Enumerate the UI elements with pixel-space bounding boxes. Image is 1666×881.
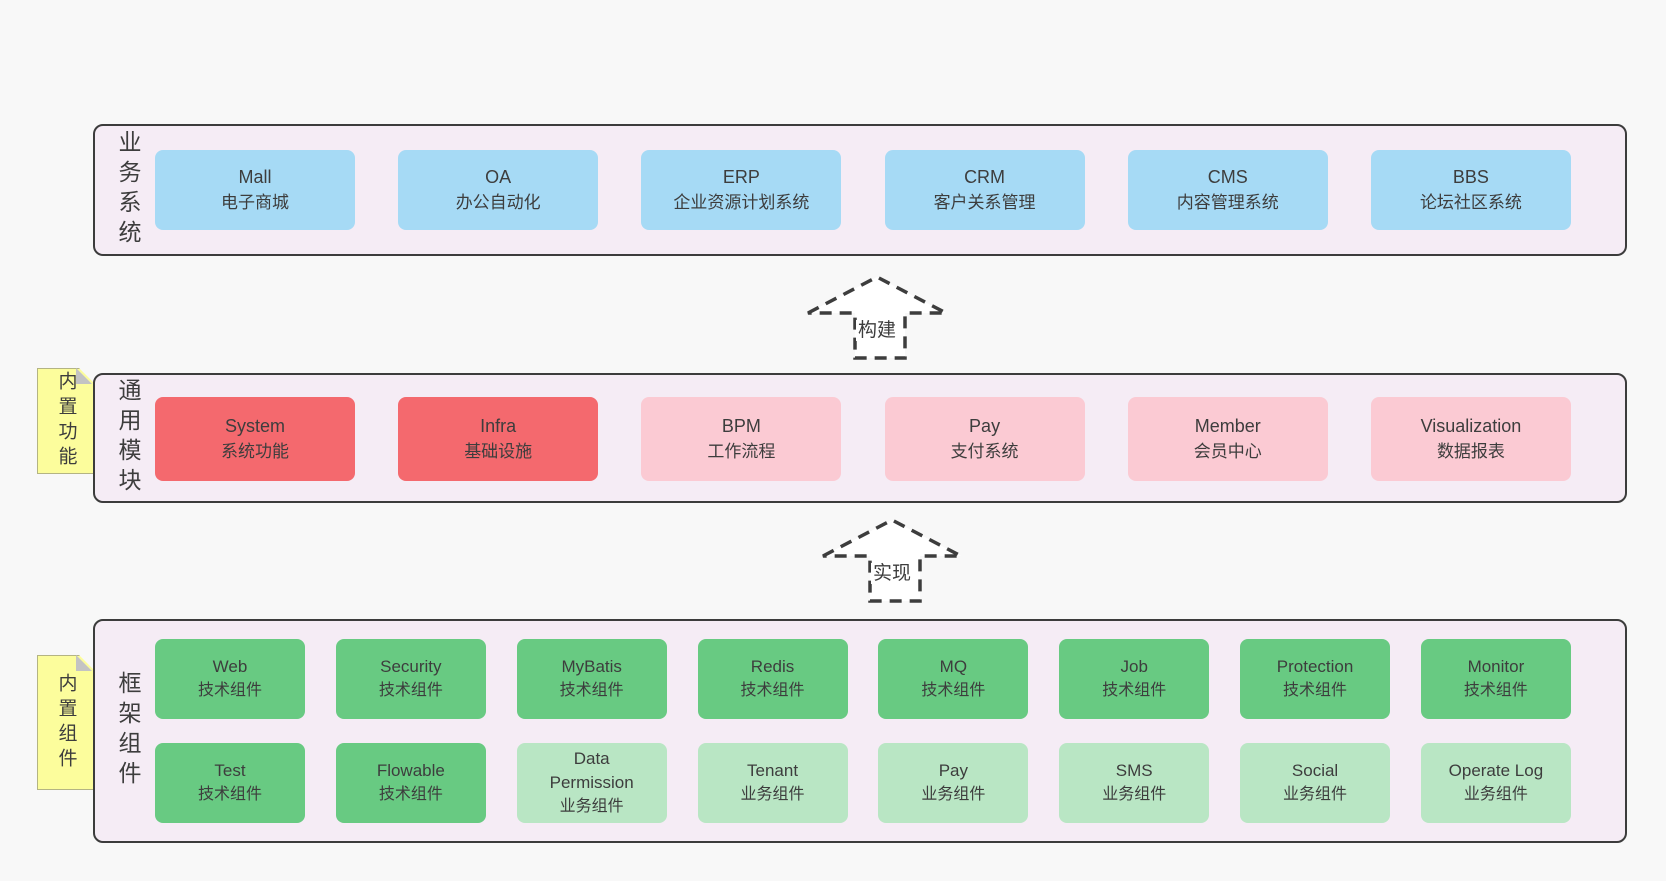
node-mq: MQ 技术组件 xyxy=(878,639,1029,719)
band-business-systems: 业务系统 Mall 电子商城 OA 办公自动化 ERP 企业资源计划系统 CRM… xyxy=(93,124,1627,256)
node-infra: Infra 基础设施 xyxy=(398,397,599,481)
node-job: Job 技术组件 xyxy=(1059,639,1210,719)
band-label-common-modules: 通用模块 xyxy=(115,378,141,498)
node-operate-log: Operate Log 业务组件 xyxy=(1420,743,1571,823)
node-erp: ERP 企业资源计划系统 xyxy=(641,150,842,230)
business-systems-row: Mall 电子商城 OA 办公自动化 ERP 企业资源计划系统 CRM 客户关系… xyxy=(155,150,1571,230)
arrow-build-label: 构建 xyxy=(855,320,898,341)
sticky-note-built-in-features: 内置功能 xyxy=(37,368,95,474)
arrow-implement-label: 实现 xyxy=(870,563,913,584)
band-framework-components: 框架组件 Web 技术组件 Security 技术组件 MyBatis 技术组件… xyxy=(93,619,1627,843)
node-tenant: Tenant 业务组件 xyxy=(697,743,848,823)
dashed-up-arrow-icon xyxy=(807,275,947,360)
sticky-note-text: 内置组件 xyxy=(55,672,77,773)
band-label-framework-components: 框架组件 xyxy=(115,671,141,791)
node-web: Web 技术组件 xyxy=(155,639,305,719)
node-bpm: BPM 工作流程 xyxy=(641,397,842,481)
node-protection: Protection 技术组件 xyxy=(1240,639,1391,719)
node-oa: OA 办公自动化 xyxy=(398,150,599,230)
node-visualization: Visualization 数据报表 xyxy=(1370,397,1571,481)
node-redis: Redis 技术组件 xyxy=(697,639,848,719)
node-mybatis: MyBatis 技术组件 xyxy=(516,639,667,719)
node-monitor: Monitor 技术组件 xyxy=(1420,639,1571,719)
arrow-build: 构建 xyxy=(802,271,952,365)
node-bbs: BBS 论坛社区系统 xyxy=(1370,150,1571,230)
node-pay-system: Pay 支付系统 xyxy=(884,397,1085,481)
node-crm: CRM 客户关系管理 xyxy=(884,150,1085,230)
node-social: Social 业务组件 xyxy=(1240,743,1391,823)
band-label-business-systems: 业务系统 xyxy=(115,130,141,250)
node-pay-component: Pay 业务组件 xyxy=(878,743,1029,823)
node-system: System 系统功能 xyxy=(155,397,355,481)
node-member: Member 会员中心 xyxy=(1127,397,1328,481)
node-flowable: Flowable 技术组件 xyxy=(335,743,486,823)
sticky-note-text: 内置功能 xyxy=(55,371,77,471)
node-security: Security 技术组件 xyxy=(335,639,486,719)
node-data-permission: Data Permission 业务组件 xyxy=(516,743,667,823)
node-sms: SMS 业务组件 xyxy=(1059,743,1210,823)
framework-components-row-1: Web 技术组件 Security 技术组件 MyBatis 技术组件 Redi… xyxy=(155,639,1571,719)
framework-components-row-2: Test 技术组件 Flowable 技术组件 Data Permission … xyxy=(155,743,1571,823)
node-cms: CMS 内容管理系统 xyxy=(1127,150,1328,230)
node-mall: Mall 电子商城 xyxy=(155,150,355,230)
common-modules-row: System 系统功能 Infra 基础设施 BPM 工作流程 Pay 支付系统… xyxy=(155,397,1571,481)
arrow-implement: 实现 xyxy=(817,514,967,608)
dashed-up-arrow-icon xyxy=(822,518,962,603)
band-common-modules: 通用模块 System 系统功能 Infra 基础设施 BPM 工作流程 Pay… xyxy=(93,373,1627,503)
sticky-note-built-in-components: 内置组件 xyxy=(37,655,95,790)
node-test: Test 技术组件 xyxy=(155,743,305,823)
